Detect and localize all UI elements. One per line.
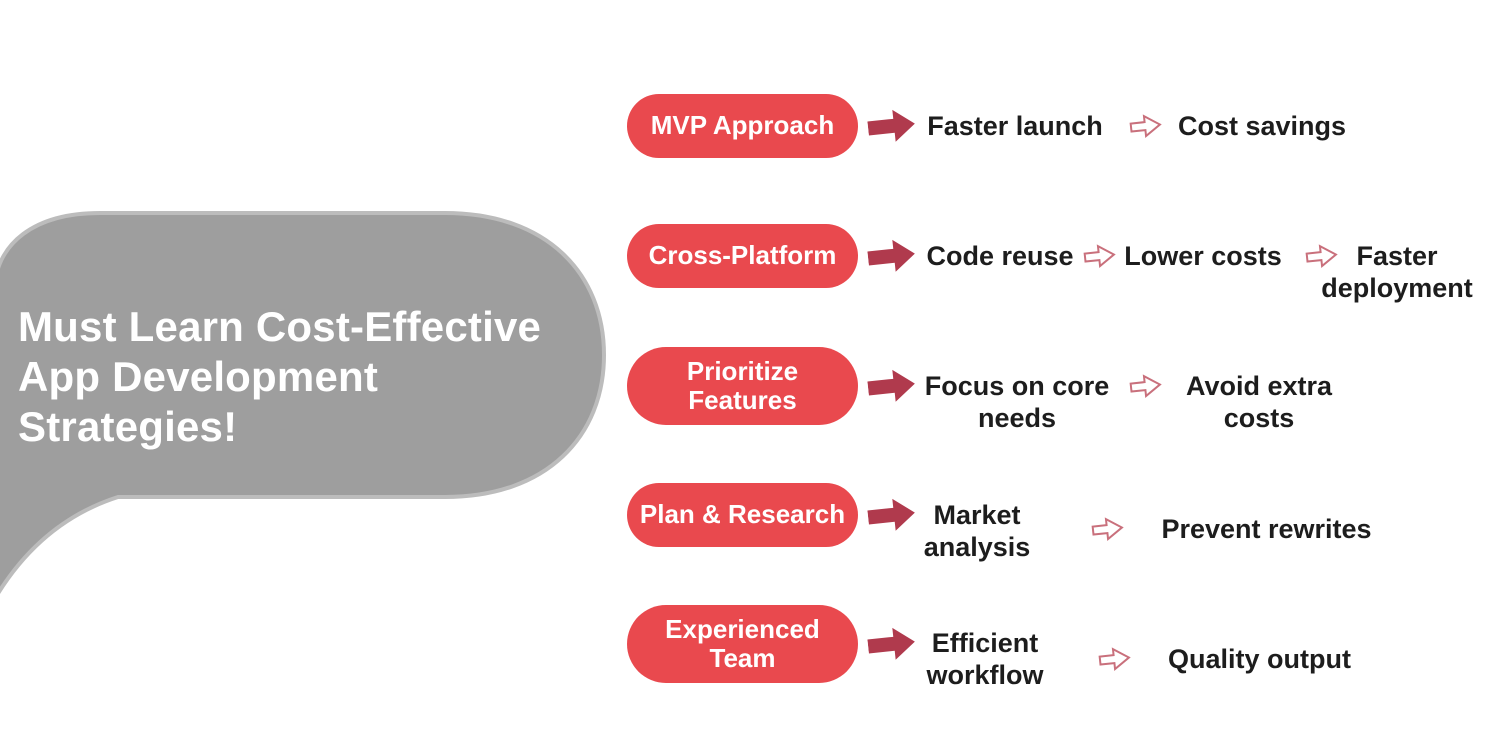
headline-line-2: App Development <box>18 353 379 400</box>
step-label: Quality output <box>1168 644 1351 674</box>
right-block-arrow-icon <box>867 369 915 402</box>
headline-line-3: Strategies! <box>18 403 238 450</box>
strategy-pill-prioritize-features: Prioritize Features <box>627 347 858 425</box>
right-block-arrow-icon <box>867 109 915 142</box>
pill-label: MVP Approach <box>650 110 835 141</box>
right-outline-arrow-icon <box>1083 244 1116 269</box>
speech-bubble <box>0 211 607 595</box>
step-label: Focus on core needs <box>924 371 1110 433</box>
strategy-pill-plan-research: Plan & Research <box>627 483 858 547</box>
step-label: Code reuse <box>926 241 1074 271</box>
speech-bubble-shape <box>0 211 607 595</box>
step-label: Market analysis <box>923 500 1031 562</box>
right-block-arrow-icon <box>867 498 915 531</box>
pill-label: Prioritize Features <box>686 355 799 415</box>
pill-label: Cross-Platform <box>648 240 837 271</box>
headline-line-1: Must Learn Cost-Effective <box>18 303 542 350</box>
step-label: Cost savings <box>1177 111 1347 141</box>
step-label: Efficient workflow <box>926 628 1044 690</box>
strategy-pill-cross-platform: Cross-Platform <box>627 224 858 288</box>
right-outline-arrow-icon <box>1129 114 1162 139</box>
right-outline-arrow-icon <box>1305 244 1338 269</box>
step-label: Faster deployment <box>1321 241 1473 303</box>
headline: Must Learn Cost-Effective App Developmen… <box>18 302 603 452</box>
step-label: Faster launch <box>927 111 1103 141</box>
step-label: Prevent rewrites <box>1161 514 1372 544</box>
step-label: Avoid extra costs <box>1185 371 1333 433</box>
pill-label: Experienced Team <box>665 613 820 673</box>
right-outline-arrow-icon <box>1098 647 1131 672</box>
right-outline-arrow-icon <box>1129 374 1162 399</box>
right-block-arrow-icon <box>867 627 915 660</box>
strategy-pill-mvp-approach: MVP Approach <box>627 94 858 158</box>
pill-label: Plan & Research <box>639 499 846 530</box>
step-label: Lower costs <box>1124 241 1282 271</box>
right-outline-arrow-icon <box>1091 517 1124 542</box>
strategy-pill-experienced-team: Experienced Team <box>627 605 858 683</box>
right-block-arrow-icon <box>867 239 915 272</box>
